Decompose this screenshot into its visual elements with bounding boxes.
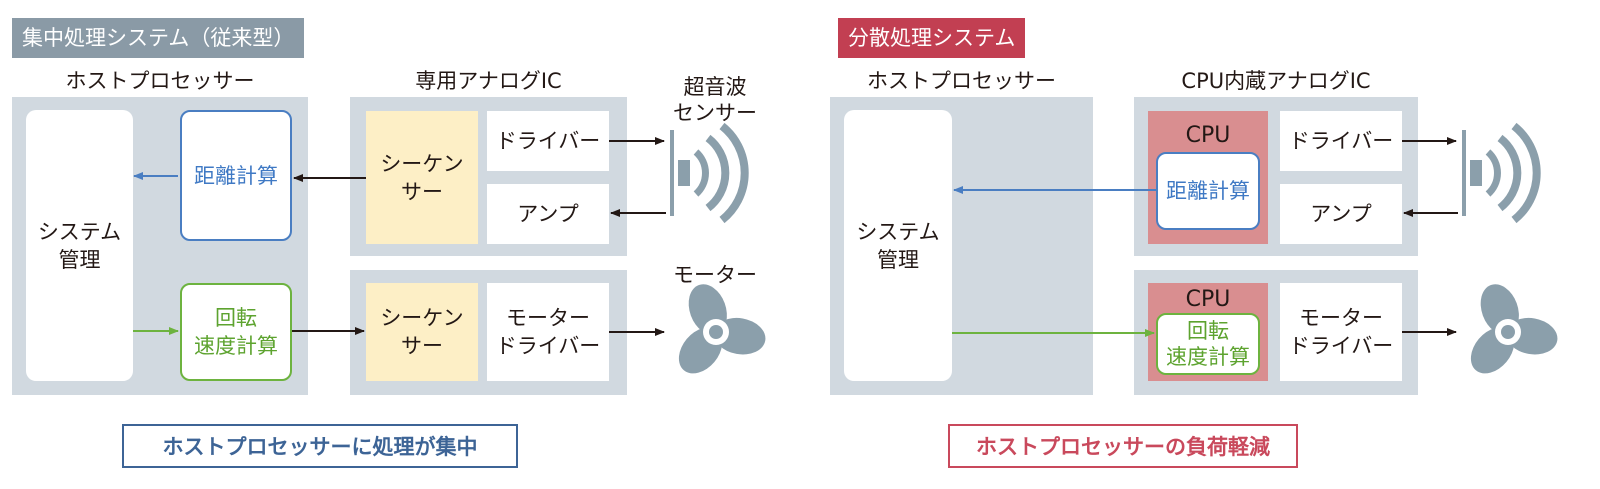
left-motor-label: モーター: [673, 263, 757, 287]
right-cpu-label-top: CPU: [1185, 123, 1231, 148]
right-system-management-box: システム 管理: [844, 110, 952, 381]
right-cpu-label-bottom: CPU: [1185, 287, 1231, 312]
right-host-label: ホストプロセッサー: [867, 69, 1056, 93]
right-distance-calc-box: 距離計算: [1156, 152, 1260, 230]
left-driver-box: ドライバー: [487, 111, 609, 171]
right-motor-driver-box: モーター ドライバー: [1280, 283, 1402, 381]
left-sensor-label: 超音波 センサー: [673, 75, 757, 125]
left-system-tag: 集中処理システム（従来型）: [12, 18, 305, 58]
right-rotation-calc-box: 回転 速度計算: [1156, 313, 1260, 375]
left-sequencer-top: シーケン サー: [366, 111, 478, 244]
right-ic-label: CPU内蔵アナログIC: [1181, 69, 1371, 93]
left-amp-box: アンプ: [487, 184, 609, 244]
left-host-label: ホストプロセッサー: [65, 69, 255, 93]
left-motor-driver-box: モーター ドライバー: [487, 283, 609, 381]
right-system-tag: 分散処理システム: [838, 18, 1026, 58]
left-sequencer-bottom: シーケン サー: [366, 283, 478, 381]
motor-fan-icon: [1470, 284, 1558, 374]
left-rotation-calc-box: 回転 速度計算: [180, 283, 292, 381]
left-ic-label: 専用アナログIC: [415, 69, 562, 93]
right-amp-box: アンプ: [1280, 184, 1402, 244]
motor-fan-icon: [678, 284, 766, 374]
ultrasonic-sensor-icon: [670, 122, 749, 224]
right-footer-note: ホストプロセッサーの負荷軽減: [948, 424, 1298, 468]
ultrasonic-sensor-icon: [1462, 122, 1541, 224]
left-distance-calc-box: 距離計算: [180, 110, 292, 241]
left-system-management-box: システム 管理: [26, 110, 133, 381]
left-footer-note: ホストプロセッサーに処理が集中: [122, 424, 518, 468]
right-driver-box: ドライバー: [1280, 111, 1402, 171]
